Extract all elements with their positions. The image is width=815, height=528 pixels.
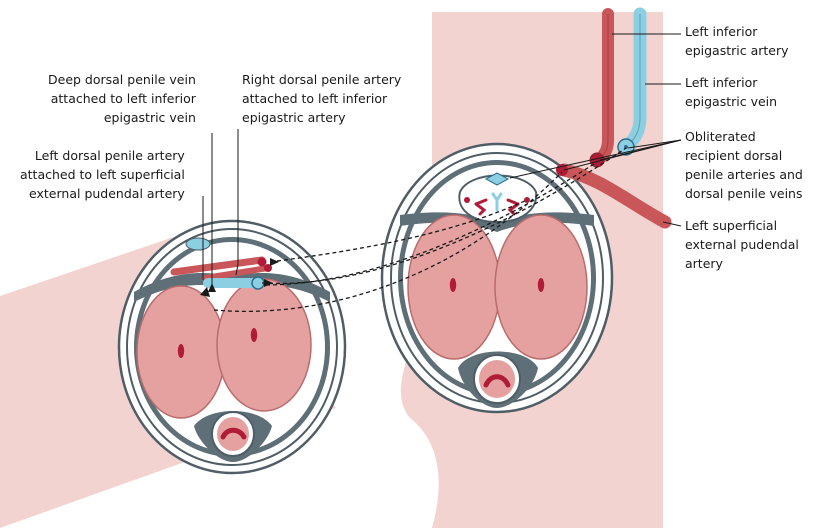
- label-left-inferior-epigastric-vein: Left inferior epigastric vein: [685, 73, 777, 111]
- label-left-superficial-external-pudendal-artery: Left superficial external pudendal arter…: [685, 216, 799, 273]
- label-line: penile arteries and: [685, 165, 803, 184]
- label-line: Left dorsal penile artery: [20, 146, 185, 165]
- right-corpus-cavernosum: [217, 279, 311, 411]
- label-line: dorsal penile veins: [685, 184, 803, 203]
- label-line: Left inferior: [685, 73, 777, 92]
- label-line: epigastric vein: [48, 108, 196, 127]
- label-obliterated-recipient-vessels: Obliterated recipient dorsal penile arte…: [685, 127, 803, 203]
- superficial-dorsal-vein: [186, 238, 210, 250]
- label-line: attached to left superficial: [20, 165, 185, 184]
- label-line: Deep dorsal penile vein: [48, 70, 196, 89]
- label-line: attached to left inferior: [48, 89, 196, 108]
- label-line: Left superficial: [685, 216, 799, 235]
- label-line: attached to left inferior: [242, 89, 401, 108]
- label-line: Left inferior: [685, 22, 789, 41]
- label-left-inferior-epigastric-artery: Left inferior epigastric artery: [685, 22, 789, 60]
- label-right-dorsal-penile-artery: Right dorsal penile artery attached to l…: [242, 70, 401, 127]
- label-line: epigastric artery: [685, 41, 789, 60]
- label-left-dorsal-penile-artery: Left dorsal penile artery attached to le…: [20, 146, 185, 203]
- label-line: recipient dorsal: [685, 146, 803, 165]
- label-line: Obliterated: [685, 127, 803, 146]
- label-line: external pudendal artery: [20, 184, 185, 203]
- label-line: external pudendal: [685, 235, 799, 254]
- right-cross-section: [382, 144, 612, 412]
- label-line: artery: [685, 254, 799, 273]
- label-deep-dorsal-penile-vein: Deep dorsal penile vein attached to left…: [48, 70, 196, 127]
- label-line: epigastric vein: [685, 92, 777, 111]
- left-cross-section: [119, 221, 345, 473]
- label-line: Right dorsal penile artery: [242, 70, 401, 89]
- label-line: epigastric artery: [242, 108, 401, 127]
